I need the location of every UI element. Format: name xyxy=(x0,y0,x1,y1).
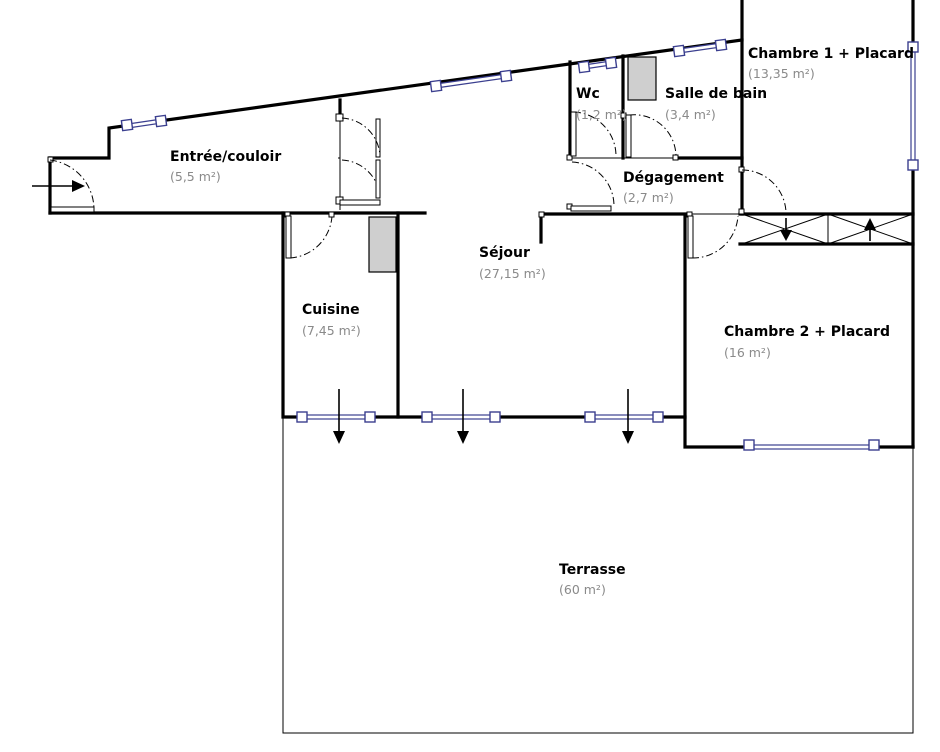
window-chambre2 xyxy=(743,439,880,451)
room-area-chambre2: (16 m²) xyxy=(724,345,771,360)
room-label-wc: Wc xyxy=(576,86,600,102)
door-sejour-hinge xyxy=(538,211,545,218)
room-area-sejour: (27,15 m²) xyxy=(479,266,546,281)
window-sejour-left xyxy=(421,411,501,423)
entrance-arrow xyxy=(32,180,85,192)
duct-sdb xyxy=(627,56,657,101)
window-top-middle xyxy=(429,69,513,93)
room-label-chambre2: Chambre 2 + Placard xyxy=(724,324,890,340)
room-area-terrasse: (60 m²) xyxy=(559,582,606,597)
room-label-terrasse: Terrasse xyxy=(559,562,626,578)
door-sdb xyxy=(620,112,679,161)
room-label-sdb: Salle de bain xyxy=(665,86,767,102)
door-cuisine xyxy=(284,211,335,259)
room-area-degagement: (2,7 m²) xyxy=(623,190,674,205)
window-wc xyxy=(577,56,618,74)
window-cuisine xyxy=(296,411,376,423)
duct-cuisine xyxy=(368,216,397,273)
room-area-wc: (1,2 m²) xyxy=(576,107,627,122)
terrace-outline xyxy=(282,418,914,734)
room-label-chambre1: Chambre 1 + Placard xyxy=(748,46,914,62)
door-entrance xyxy=(47,156,95,213)
room-area-sdb: (3,4 m²) xyxy=(665,107,716,122)
window-entree xyxy=(120,114,168,132)
room-area-chambre1: (13,35 m²) xyxy=(748,66,815,81)
door-chambre2 xyxy=(686,211,739,259)
window-chambre1-top xyxy=(672,38,728,58)
window-sejour-right xyxy=(584,411,664,423)
room-label-cuisine: Cuisine xyxy=(302,302,360,318)
room-label-entree: Entrée/couloir xyxy=(170,149,281,165)
room-area-cuisine: (7,45 m²) xyxy=(302,323,361,338)
room-label-sejour: Séjour xyxy=(479,245,530,261)
door-wc xyxy=(566,111,617,212)
thin-partitions xyxy=(338,120,829,244)
room-label-degagement: Dégagement xyxy=(623,170,724,186)
terrace-exit-arrows xyxy=(333,389,634,444)
window-chambre1-right xyxy=(907,41,919,171)
door-couloir-top xyxy=(335,113,381,206)
door-chambre1 xyxy=(738,166,787,215)
room-area-entree: (5,5 m²) xyxy=(170,169,221,184)
wardrobe xyxy=(741,213,914,245)
